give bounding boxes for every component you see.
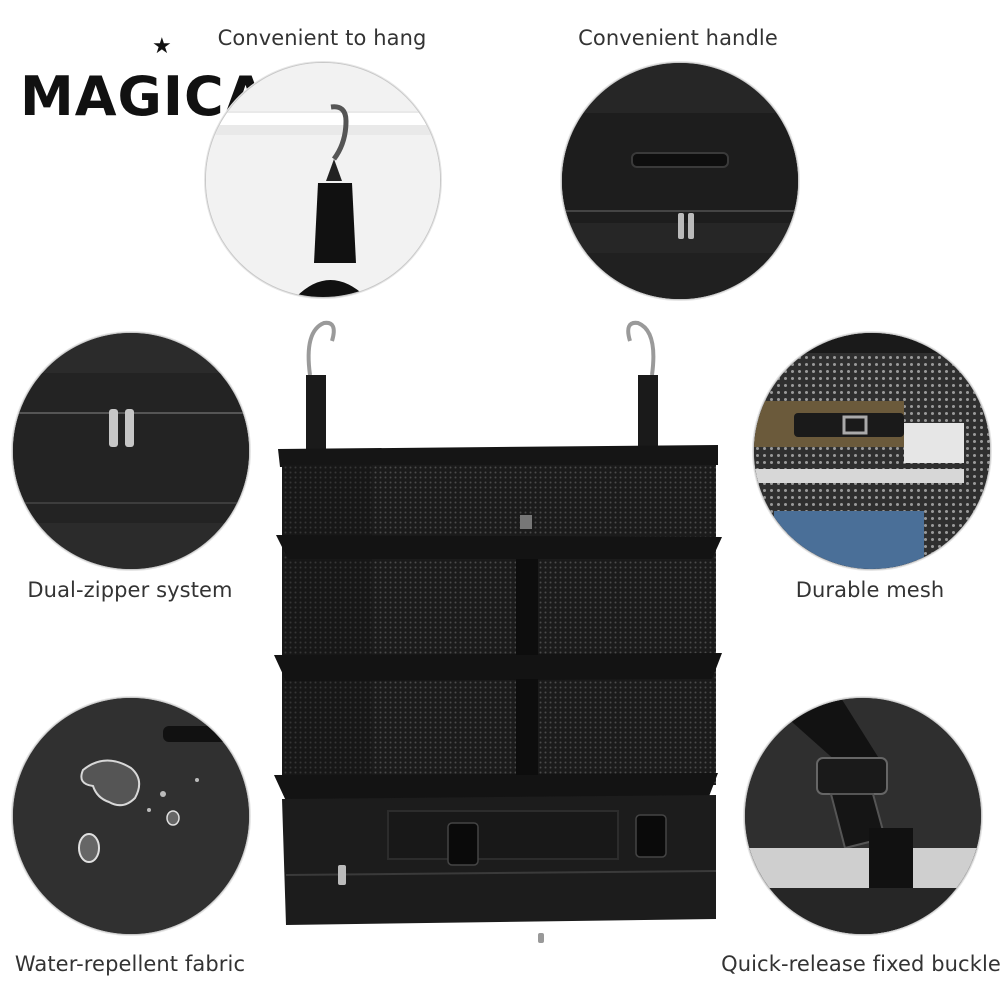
detail-photo-fabric xyxy=(12,697,250,935)
label-water-repellent-fabric: Water-repellent fabric xyxy=(14,952,246,976)
product-photo-hanging-organizer xyxy=(268,315,728,955)
organizer-illustration xyxy=(274,320,722,943)
zipper-illustration xyxy=(13,333,249,569)
label-dual-zipper-system: Dual-zipper system xyxy=(27,578,233,602)
mesh-illustration xyxy=(754,333,990,569)
label-quick-release-fixed-buckle: Quick-release fixed buckle xyxy=(721,952,1000,976)
hanger-illustration xyxy=(206,63,440,297)
detail-photo-mesh xyxy=(753,332,991,570)
handle-illustration xyxy=(562,63,798,299)
detail-photo-zipper xyxy=(12,332,250,570)
star-icon: ★ xyxy=(152,34,172,59)
detail-photo-handle xyxy=(561,62,799,300)
detail-photo-buckle xyxy=(744,697,982,935)
label-convenient-to-hang: Convenient to hang xyxy=(217,26,427,50)
label-durable-mesh: Durable mesh xyxy=(795,578,945,602)
buckle-illustration xyxy=(745,698,981,934)
water-drop-illustration xyxy=(13,698,249,934)
detail-photo-hang xyxy=(205,62,441,298)
label-convenient-handle: Convenient handle xyxy=(578,26,778,50)
